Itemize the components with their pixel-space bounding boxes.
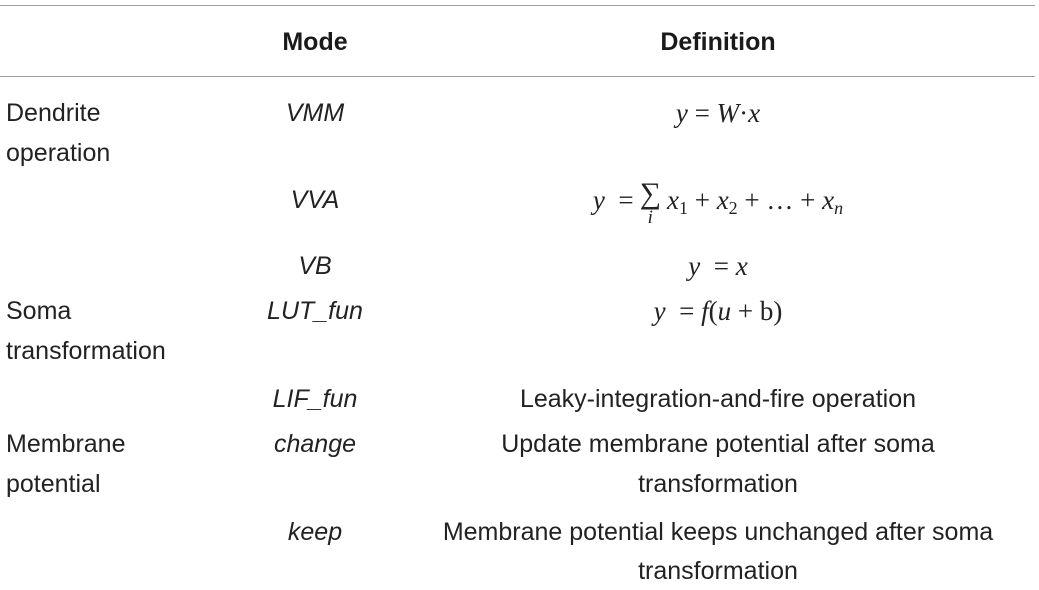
category-membrane-line2: potential: [6, 470, 101, 498]
category-soma-line2: transformation: [6, 337, 166, 365]
category-dendrite-line2: operation: [6, 139, 111, 167]
definition-keep-line1: Membrane potential keeps unchanged after…: [442, 518, 994, 546]
definition-keep-line2: transformation: [638, 557, 798, 585]
definition-vb: y = x: [688, 251, 748, 281]
category-dendrite-line1: Dendrite: [6, 99, 101, 127]
mode-vva: VVA: [290, 186, 340, 214]
mode-vb: VB: [298, 252, 332, 280]
mode-vmm: VMM: [285, 99, 345, 127]
mode-lut-fun: LUT_fun: [267, 297, 363, 325]
category-soma-line1: Soma: [6, 297, 72, 325]
definition-change-line2: transformation: [638, 470, 798, 498]
header-rule: [0, 76, 1035, 77]
mode-change: change: [273, 430, 357, 458]
mode-lif-fun: LIF_fun: [272, 385, 358, 413]
header-definition: Definition: [660, 28, 776, 56]
definition-vmm: y = W·x: [675, 98, 761, 128]
top-rule: [0, 5, 1035, 6]
definition-change-line1: Update membrane potential after soma: [501, 430, 935, 458]
header-mode: Mode: [282, 28, 348, 56]
mode-keep: keep: [287, 518, 343, 546]
category-membrane-line1: Membrane: [6, 430, 126, 458]
definition-lif-fun: Leaky-integration-and-fire operation: [519, 385, 917, 413]
definition-lut-fun: y = f(u + b): [653, 296, 783, 326]
